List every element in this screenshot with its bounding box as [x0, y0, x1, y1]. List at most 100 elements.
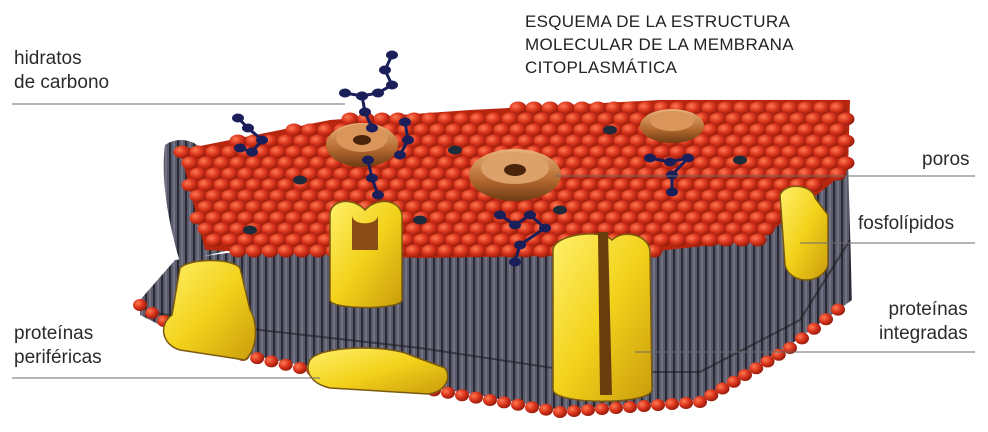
lipid-head	[566, 223, 583, 236]
lipid-head	[598, 113, 615, 126]
lipid-head	[646, 179, 663, 192]
lipid-head	[238, 212, 255, 225]
sugar-unit	[242, 124, 254, 133]
lipid-head	[622, 190, 639, 203]
lipid-head	[718, 190, 735, 203]
lipid-head	[214, 223, 231, 236]
lipid-head	[598, 179, 615, 192]
lipid-head	[534, 135, 551, 148]
lipid-head	[606, 190, 623, 203]
integral-protein-center	[553, 232, 652, 401]
lipid-head	[462, 124, 479, 137]
lipid-head	[414, 190, 431, 203]
lipid-head	[566, 201, 583, 214]
lipid-head	[246, 201, 263, 214]
lipid-head	[574, 146, 591, 159]
lipid-head	[774, 113, 791, 126]
lipid-head	[238, 168, 255, 181]
lipid-head	[446, 168, 463, 181]
lipid-head	[510, 124, 527, 137]
lipid-head	[470, 245, 487, 258]
lipid-head-bottom	[738, 369, 752, 381]
lipid-head	[638, 212, 655, 225]
label-integral-proteins: proteínas integradas	[879, 298, 968, 346]
lipid-head	[422, 113, 439, 126]
lipid-head	[606, 102, 623, 115]
lipid-head	[422, 245, 439, 258]
lipid-head	[182, 179, 199, 192]
label-carbohydrates-line-1: hidratos	[14, 47, 109, 71]
lipid-head	[318, 190, 335, 203]
lipid-head	[822, 135, 839, 148]
lipid-head	[518, 135, 535, 148]
lipid-head-bottom	[665, 398, 679, 410]
lipid-head	[838, 157, 855, 170]
sugar-unit	[386, 51, 398, 60]
lipid-head	[550, 135, 567, 148]
lipid-head	[710, 135, 727, 148]
lipid-head	[478, 234, 495, 247]
lipid-head	[278, 157, 295, 170]
lipid-head	[470, 113, 487, 126]
lipid-head	[262, 157, 279, 170]
lipid-head	[214, 157, 231, 170]
lipid-head	[438, 135, 455, 148]
lipid-head	[774, 135, 791, 148]
lipid-head	[726, 135, 743, 148]
lipid-head	[598, 201, 615, 214]
lipid-head	[206, 212, 223, 225]
lipid-head	[630, 223, 647, 236]
lipid-head	[686, 168, 703, 181]
lipid-head	[686, 190, 703, 203]
lipid-head	[382, 190, 399, 203]
lipid-head	[766, 146, 783, 159]
lipid-head	[414, 146, 431, 159]
lipid-head	[542, 124, 559, 137]
lipid-head	[606, 146, 623, 159]
lipid-head	[590, 102, 607, 115]
lipid-head-bottom	[704, 389, 718, 401]
lipid-head-bottom	[772, 349, 786, 361]
lipid-head	[590, 212, 607, 225]
lipid-head	[702, 146, 719, 159]
lipid-head	[638, 168, 655, 181]
lipid-head	[310, 223, 327, 236]
lipid-head	[542, 102, 559, 115]
pore-protein-right	[640, 109, 704, 143]
lipid-head	[534, 201, 551, 214]
lipid-head	[190, 190, 207, 203]
lipid-head	[462, 212, 479, 225]
lipid-head	[718, 146, 735, 159]
label-peripheral-proteins-line-1: proteínas	[14, 322, 102, 346]
lipid-head	[574, 212, 591, 225]
lipid-head	[742, 135, 759, 148]
lipid-head	[574, 168, 591, 181]
lipid-head	[462, 190, 479, 203]
lipid-head	[558, 102, 575, 115]
channel-spot	[733, 156, 747, 165]
lipid-head	[822, 113, 839, 126]
lipid-head	[318, 168, 335, 181]
lipid-head	[270, 168, 287, 181]
lipid-head	[270, 212, 287, 225]
lipid-head	[494, 124, 511, 137]
lipid-head	[278, 135, 295, 148]
lipid-head	[598, 157, 615, 170]
sugar-unit	[356, 92, 368, 101]
lipid-head	[710, 113, 727, 126]
lipid-head	[454, 179, 471, 192]
lipid-head	[278, 201, 295, 214]
lipid-head	[350, 168, 367, 181]
lipid-head	[454, 157, 471, 170]
lipid-head	[710, 157, 727, 170]
lipid-head	[462, 234, 479, 247]
lipid-head-bottom	[637, 400, 651, 412]
lipid-head	[326, 179, 343, 192]
lipid-head	[206, 234, 223, 247]
lipid-head	[470, 223, 487, 236]
lipid-head	[734, 124, 751, 137]
lipid-head	[422, 201, 439, 214]
lipid-head-bottom	[133, 299, 147, 311]
lipid-head	[230, 179, 247, 192]
lipid-head	[622, 146, 639, 159]
